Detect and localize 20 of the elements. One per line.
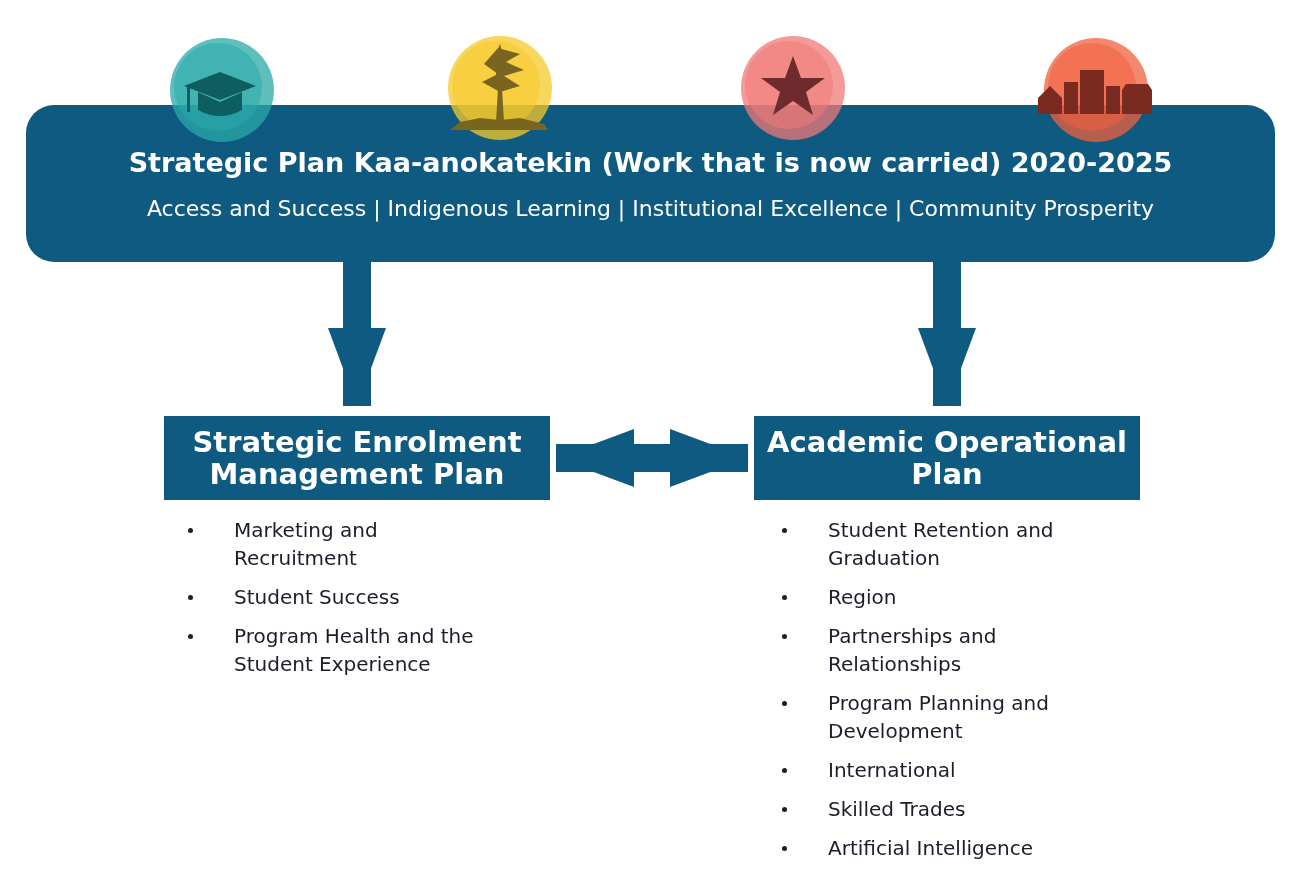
plan-title: Academic Operational Plan [766, 426, 1128, 490]
list-item: Student Success [234, 584, 400, 611]
subtitle: Access and Success | Indigenous Learning | Institutional Excellence | Community Prosperity [146, 195, 1155, 221]
plan-box [754, 416, 1140, 500]
block-arrow [328, 262, 386, 406]
plan-title: Strategic Enrolment Management Plan [191, 426, 523, 490]
banner [26, 105, 1275, 262]
title: Strategic Plan Kaa-anokatekin (Work that is now carried) 2020-2025 [128, 146, 1173, 178]
list-item: Marketing and Recruitment [234, 517, 379, 572]
list-item: Student Retention and Graduation [828, 517, 1055, 572]
block-arrow [918, 262, 976, 406]
list-item: Skilled Trades [828, 796, 966, 823]
list-item: Partnerships and Relationships [828, 623, 998, 678]
list-item: Program Health and the Student Experience [234, 623, 475, 678]
plan-box [164, 416, 550, 500]
list-item: International [828, 757, 956, 784]
list-item: Program Planning and Development [828, 690, 1050, 745]
list-item: Region [828, 584, 897, 611]
block-arrow [556, 429, 748, 487]
list-item: Artificial Intelligence [828, 835, 1033, 862]
